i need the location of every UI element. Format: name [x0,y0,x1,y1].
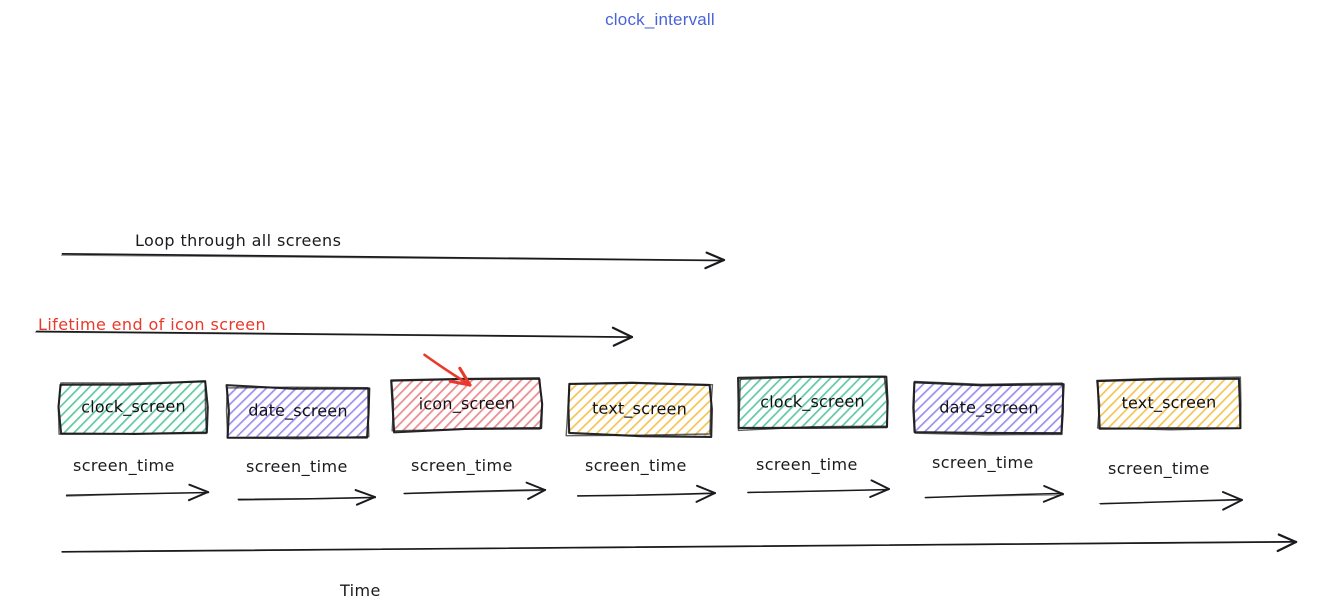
arrow-shaft [238,497,376,501]
arrow-head [188,483,209,493]
screen-time-label: screen_time [1108,459,1210,478]
arrow-head [448,379,472,387]
box-fill [738,377,887,429]
arrow-head [354,489,376,498]
box-outline [737,375,889,432]
screen-box-text-screen[interactable] [1096,376,1242,431]
screen-box-clock-screen[interactable] [737,375,889,432]
screen-time-label: screen_time [73,456,175,475]
loop-through-all-screens-label: Loop through all screens [135,231,342,250]
screen-time-label: screen_time [246,457,348,476]
arrow-shaft [423,353,471,386]
arrow-head [1276,540,1298,553]
arrow-head [695,492,716,503]
box-outline [225,386,370,440]
screen-box-clock-screen[interactable] [57,380,209,435]
arrow-head [525,481,546,491]
arrow-head [355,496,376,506]
screen-box-text-screen[interactable] [565,381,714,439]
time-axis-arrow [61,533,1298,553]
arrow-shaft [61,541,1297,553]
arrow-head [869,488,890,498]
arrow-shaft [577,493,716,497]
arrow-head [705,251,726,262]
arrow-head [1042,493,1064,503]
box-outline [1096,376,1242,431]
loop-arrow [61,251,726,270]
screen-time-arrow [403,481,547,500]
screen-boxes-layer [57,375,1242,440]
screen-time-label: screen_time [756,455,858,474]
arrow-head [704,258,726,270]
arrow-head [187,491,209,502]
arrow-head [1277,533,1298,544]
box-outline [565,381,714,437]
arrow-shaft [34,331,634,339]
screen-time-arrow [1098,490,1243,511]
screen-box-date-screen[interactable] [225,384,371,440]
screen-time-arrow [65,483,210,502]
box-outline [57,381,208,435]
screen-box-icon-screen[interactable] [390,377,544,434]
arrow-shaft [61,253,725,262]
arrow-head [1222,499,1243,511]
box-outline [225,384,371,439]
arrow-head [870,479,890,490]
lifetime-arrow [34,326,634,347]
box-fill [59,382,208,434]
screen-time-arrow [924,485,1064,503]
arrow-shaft [65,492,209,497]
screen-box-date-screen[interactable] [912,380,1065,436]
arrow-head [1043,485,1064,495]
screen-box-label: date_screen [248,400,348,421]
arrow-head [612,335,634,347]
screen-time-arrow [576,484,716,503]
arrow-head [611,326,634,339]
screen-time-arrow [237,489,376,506]
screen-box-label: text_screen [1121,392,1217,413]
arrow-shaft [404,490,546,495]
screen-time-arrow [747,479,890,498]
screen-box-label: icon_screen [418,393,516,414]
arrow-shaft [748,488,890,493]
arrow-head [527,489,546,500]
screen-time-label: screen_time [932,453,1034,472]
arrow-shaft [403,488,547,495]
page-title: clock_intervall [605,10,715,29]
box-fill [392,379,542,431]
box-fill [914,383,1064,435]
box-fill [1097,378,1241,430]
arrow-head [696,484,716,494]
arrows-layer [34,251,1298,553]
arrow-shaft [35,330,633,338]
screen-box-label: clock_screen [760,391,865,412]
arrow-shaft [61,254,725,262]
arrow-head [458,366,472,387]
box-outline [390,378,543,432]
screen-box-label: date_screen [939,397,1039,418]
time-axis-label: Time [340,581,381,600]
arrow-shaft [1098,499,1243,504]
screen-time-label: screen_time [585,456,687,475]
screen-time-label: screen_time [411,456,513,475]
arrow-shaft [924,494,1064,498]
icon-screen-pointer-arrow [423,353,472,387]
screen-box-label: text_screen [591,398,688,418]
box-outline [913,380,1065,436]
box-fill [567,383,712,436]
screen-box-label: clock_screen [81,396,186,417]
lifetime-end-of-icon-screen-label: Lifetime end of icon screen [38,315,267,334]
arrow-head [1221,490,1243,501]
box-fill [227,386,369,438]
